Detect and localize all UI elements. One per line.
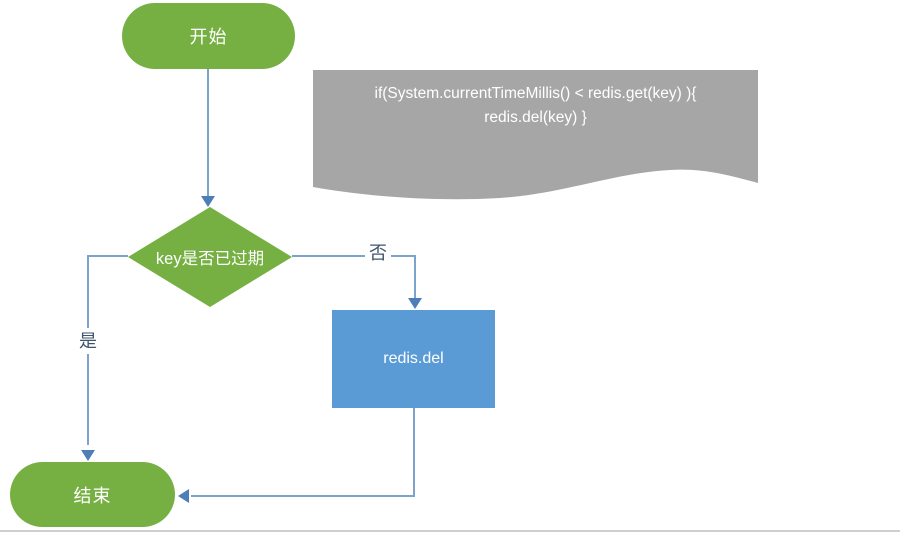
process-node: redis.del [332, 310, 495, 408]
code-line-2: redis.del(key) } [484, 109, 587, 126]
diamond-shape-icon [128, 207, 292, 307]
end-node-label: 结束 [73, 485, 112, 506]
arrowhead-down-icon [201, 196, 215, 207]
edge-process-to-end-horizontal-line [191, 495, 415, 497]
edge-start-to-decision-line [207, 69, 209, 197]
code-annotation-text: if(System.currentTimeMillis() < redis.ge… [313, 82, 758, 130]
page-bottom-divider [0, 530, 900, 532]
arrowhead-left-icon [178, 489, 189, 503]
arrowhead-down-icon [81, 450, 95, 461]
arrowhead-down-icon [408, 298, 422, 309]
start-node: 开始 [122, 3, 295, 69]
code-annotation-shape: if(System.currentTimeMillis() < redis.ge… [313, 70, 758, 200]
edge-process-to-end-vertical-line [413, 408, 415, 497]
decision-node-label: key是否已过期 [155, 250, 265, 268]
edge-no-vertical-line [414, 255, 416, 298]
end-node: 结束 [10, 462, 175, 527]
document-shape-icon [313, 70, 758, 200]
edge-label-no: 否 [365, 240, 391, 266]
decision-node: key是否已过期 [128, 207, 292, 307]
code-line-1: if(System.currentTimeMillis() < redis.ge… [374, 85, 697, 102]
edge-yes-horizontal-line [88, 255, 128, 257]
start-node-label: 开始 [189, 27, 228, 47]
edge-label-yes: 是 [75, 328, 101, 354]
edge-no-horizontal-line [292, 255, 416, 257]
process-node-label: redis.del [383, 350, 444, 367]
